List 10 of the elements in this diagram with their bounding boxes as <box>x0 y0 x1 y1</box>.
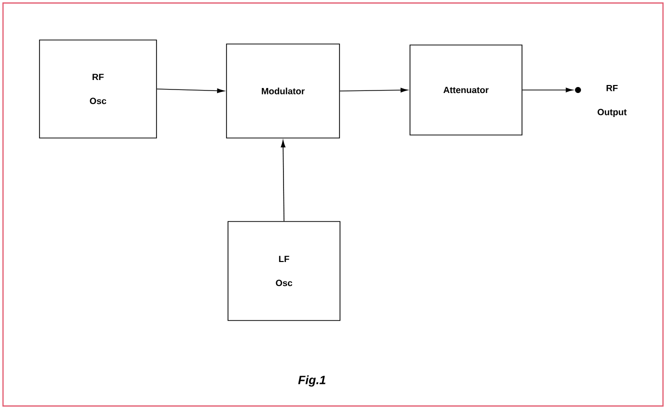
arrow <box>340 88 408 92</box>
block-box: RF Osc <box>39 40 157 138</box>
output-label: RF Output <box>598 84 627 118</box>
block-box: LF Osc <box>228 221 340 321</box>
arrow <box>522 88 573 92</box>
figure-caption: Fig.1 <box>298 375 326 387</box>
block-box: Modulator <box>226 44 340 138</box>
block-box: Attenuator <box>410 44 522 136</box>
arrow <box>156 88 224 94</box>
arrow <box>280 140 286 222</box>
